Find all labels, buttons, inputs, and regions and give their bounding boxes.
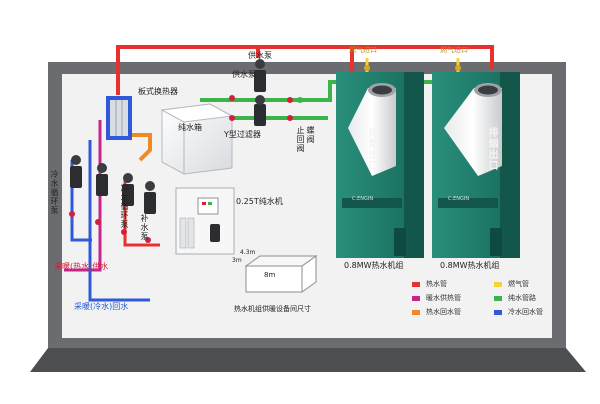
supply-pumps — [229, 59, 303, 126]
legend-swatch — [494, 296, 502, 301]
plate-heat-exchanger-label: 板式换热器 — [138, 87, 178, 96]
plate-heat-exchanger-frame — [110, 100, 128, 136]
legend-label: 燃气管 — [508, 280, 529, 288]
legend-label: 暖水供热管 — [426, 294, 461, 302]
gas-valve-2 — [455, 65, 461, 71]
exhaust-2-label: 排烟出口 — [488, 128, 499, 172]
gate-valve-label: 蝶阀 — [306, 126, 315, 144]
hot-return-pipe — [132, 133, 152, 162]
room-size-label: 热水机组供暖设备间尺寸 — [234, 305, 311, 313]
boiler-unit-2 — [432, 72, 520, 258]
gas-inlet-1-label: 燃气进口 — [349, 46, 377, 54]
gas-inlet-2-label: 燃气进口 — [440, 46, 468, 54]
unit-1-label: 0.8MW热水机组 — [344, 261, 404, 270]
unit-2-label: 0.8MW热水机组 — [440, 261, 500, 270]
hot-circ-pump-label: 冷水循环泵 — [120, 184, 129, 229]
pump-group-left — [69, 155, 156, 243]
hot-water-main-pipe — [116, 45, 494, 95]
supply-pump-top-label: 供水泵 — [248, 51, 272, 60]
legend-label: 热水回水管 — [426, 308, 461, 316]
check-valve-label: 止回阀 — [296, 126, 305, 153]
room-size-box — [244, 255, 318, 293]
y-filter-label: Y型过滤器 — [224, 130, 261, 139]
legend-swatch — [494, 282, 502, 287]
legend-swatch — [494, 310, 502, 315]
gas-valve-1 — [364, 65, 370, 71]
cold-return-pipe — [88, 140, 150, 302]
pure-water-tank — [160, 103, 234, 175]
brand-1-label: C.ENGIN — [352, 196, 374, 202]
dim-h-label: 4.3m — [240, 249, 256, 256]
dim-w-label: 3m — [232, 257, 242, 264]
boiler-unit-1 — [336, 72, 424, 258]
brand-2-label: C.ENGIN — [448, 196, 470, 202]
chilled-circ-pump-label: 冷水循环泵 — [50, 170, 59, 215]
legend-label: 冷水回水管 — [508, 308, 543, 316]
heating-return-label: 采暖(冷水)回水 — [74, 302, 129, 311]
exhaust-1-label: 排烟出口 — [368, 128, 379, 172]
pure-water-machine — [175, 187, 235, 255]
flue-1 — [348, 88, 396, 176]
heating-supply-label: 采暖(热水)供水 — [54, 262, 109, 271]
pipe-legend: 热水管 燃气管暖水供热管 纯水管路热水回水管 冷水回水管 — [412, 281, 582, 325]
pure-water-machine-label: 0.25T纯水机 — [236, 197, 283, 206]
flue-2 — [444, 88, 502, 176]
dim-l-label: 8m — [264, 271, 276, 279]
makeup-pump-label: 补水泵 — [140, 214, 149, 241]
pure-water-tank-label: 纯水箱 — [178, 123, 202, 132]
legend-swatch — [412, 296, 420, 301]
legend-swatch — [412, 310, 420, 315]
supply-pump-mid-label: 供水泵 — [232, 70, 256, 79]
legend-label: 热水管 — [426, 280, 447, 288]
legend-swatch — [412, 282, 420, 287]
legend-label: 纯水管路 — [508, 294, 536, 302]
